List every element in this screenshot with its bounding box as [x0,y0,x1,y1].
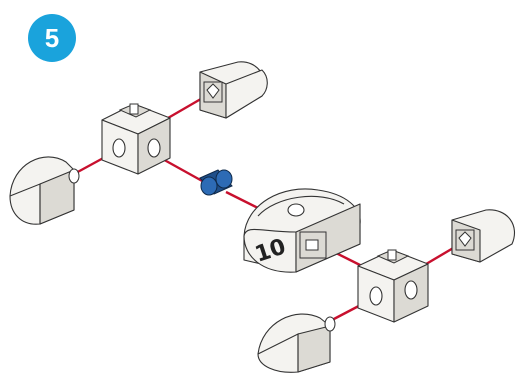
wheel-block-part-10: 10 [244,189,360,272]
lower-cube-block [358,250,428,322]
left-wedge-block [10,157,79,224]
bottom-wedge-block [258,314,335,372]
upper-cube-block [102,104,170,174]
top-wedge-block [200,62,267,118]
right-wedge-block [452,210,514,262]
blue-connector-peg [200,170,232,195]
step-badge: 5 [28,14,76,62]
step-number: 5 [45,25,59,51]
